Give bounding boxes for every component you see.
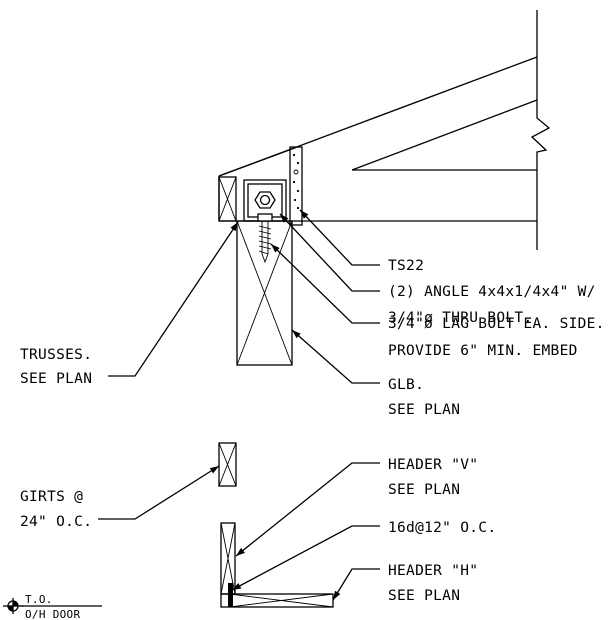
angle-label-line2: 3/4"ø THRU BOLT. (388, 310, 532, 326)
ts22-strap (289, 146, 303, 226)
angle-label-line1: (2) ANGLE 4x4x1/4x4" W/ (388, 284, 596, 300)
lag-label-line2: PROVIDE 6" MIN. EMBED (388, 343, 578, 359)
header-h-label-line2: SEE PLAN (388, 588, 460, 604)
girts-label-line2: 24" O.C. (20, 514, 92, 530)
trusses-label-line1: TRUSSES. (20, 347, 92, 363)
trusses-label-line2: SEE PLAN (20, 371, 92, 387)
girt-block (218, 442, 237, 487)
leaders (98, 209, 380, 601)
lag-bolt (257, 213, 273, 264)
truss-end-block (218, 176, 237, 222)
header-h-label-line1: HEADER "H" (388, 563, 478, 579)
elevation-marker: T.O. O/H DOOR (3, 593, 102, 620)
glb-label-line2: SEE PLAN (388, 402, 460, 418)
elevation-top-label: T.O. (25, 593, 53, 606)
lag-label-line1: 3/4"ø LAG BOLT EA. SIDE. (388, 316, 605, 332)
header-h (220, 583, 334, 608)
nails-label: 16d@12" O.C. (388, 520, 496, 536)
girts-label-line1: GIRTS @ (20, 489, 83, 505)
glb-label-line1: GLB. (388, 377, 424, 393)
callout-labels: TS22 (2) ANGLE 4x4x1/4x4" W/ 3/4"ø THRU … (20, 258, 605, 604)
header-v-label-line2: SEE PLAN (388, 482, 460, 498)
header-v-label-line1: HEADER "V" (388, 457, 478, 473)
elevation-bottom-label: O/H DOOR (25, 608, 80, 620)
ts22-label: TS22 (388, 258, 424, 274)
